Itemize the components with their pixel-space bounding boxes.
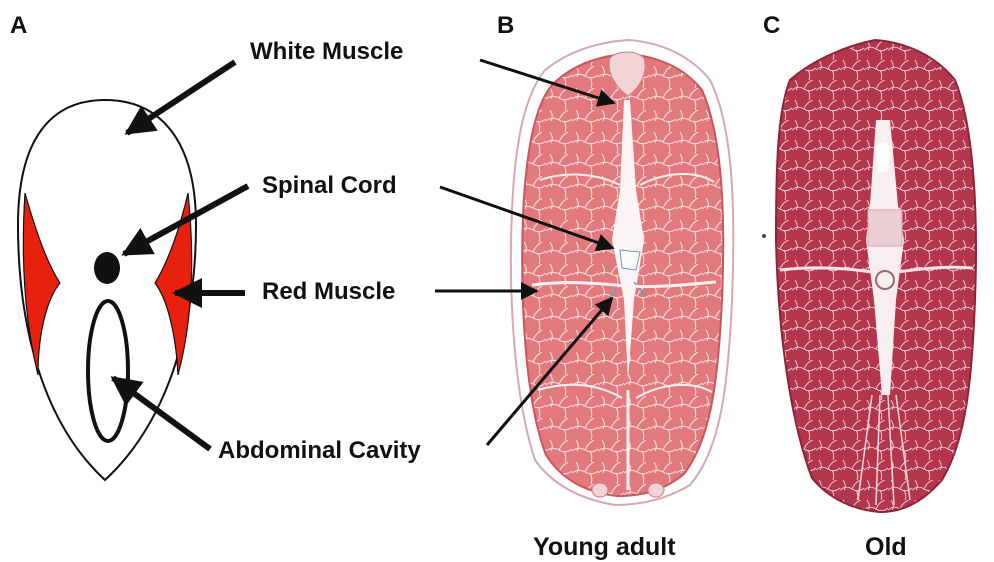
schematic-cross-section [18,100,196,480]
spinal-cord-dot [94,252,120,284]
young-adult-section [511,40,733,505]
caption-young-adult: Young adult [533,533,676,562]
label-red-muscle: Red Muscle [262,278,395,306]
caption-old: Old [865,533,907,562]
arrow-white-muscle-a [127,62,235,133]
label-abdominal-cavity: Abdominal Cavity [218,437,421,465]
label-spinal-cord: Spinal Cord [262,172,397,200]
old-section [776,40,976,512]
label-white-muscle: White Muscle [250,38,403,66]
